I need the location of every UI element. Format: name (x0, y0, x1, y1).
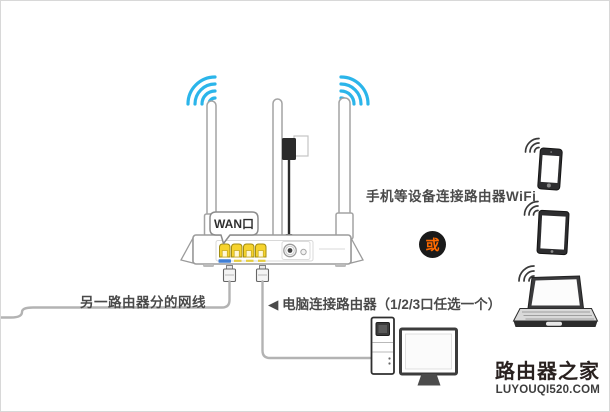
site-logo: 路由器之家 LUYOUQI520.COM (495, 361, 600, 397)
label-wifi-devices: 手机等设备连接路由器WiFi (366, 189, 537, 204)
tablet-wifi-icon (523, 200, 539, 216)
ethernet-plug-icon-left (222, 265, 237, 283)
monitor-icon (399, 327, 458, 386)
wan-port-indicator (218, 259, 231, 263)
site-logo-domain: LUYOUQI520.COM (495, 384, 600, 396)
laptop-wifi-icon (518, 265, 535, 282)
label-lan-from-other-router: 另一路由器分的网线 (80, 295, 206, 310)
laptop-icon (512, 275, 599, 327)
antenna-icon-right (335, 97, 354, 241)
wan-port-bubble: WAN口 (209, 211, 259, 245)
smartphone-icon (537, 147, 563, 191)
wifi-signal-icon-left (186, 75, 217, 106)
lan-port-icon-2 (243, 243, 255, 258)
lan-port-row (219, 243, 267, 258)
reset-button-icon (300, 248, 307, 256)
site-logo-title: 路由器之家 (495, 361, 600, 383)
lan-cable-from-other-router (1, 280, 231, 319)
lan-cable-to-computer (261, 280, 372, 360)
lan-port-icon-wan (219, 243, 231, 258)
antenna-icon-middle (272, 98, 283, 240)
power-adapter-icon (282, 135, 309, 243)
lan-port-icon-1 (231, 243, 243, 258)
or-badge: 或 (419, 231, 446, 258)
wan-label: WAN口 (214, 217, 254, 231)
router-body (180, 234, 364, 267)
ethernet-plug-icon-right (255, 265, 270, 283)
tablet-icon (536, 209, 570, 256)
lan-port-icon-3 (255, 243, 267, 258)
power-jack-icon (283, 243, 297, 258)
smartphone-wifi-icon (524, 137, 540, 153)
desktop-tower-icon (370, 316, 395, 375)
port-indicators (234, 259, 266, 262)
label-pc-connect: ◀ 电脑连接路由器（1/2/3口任选一个） (268, 297, 502, 312)
